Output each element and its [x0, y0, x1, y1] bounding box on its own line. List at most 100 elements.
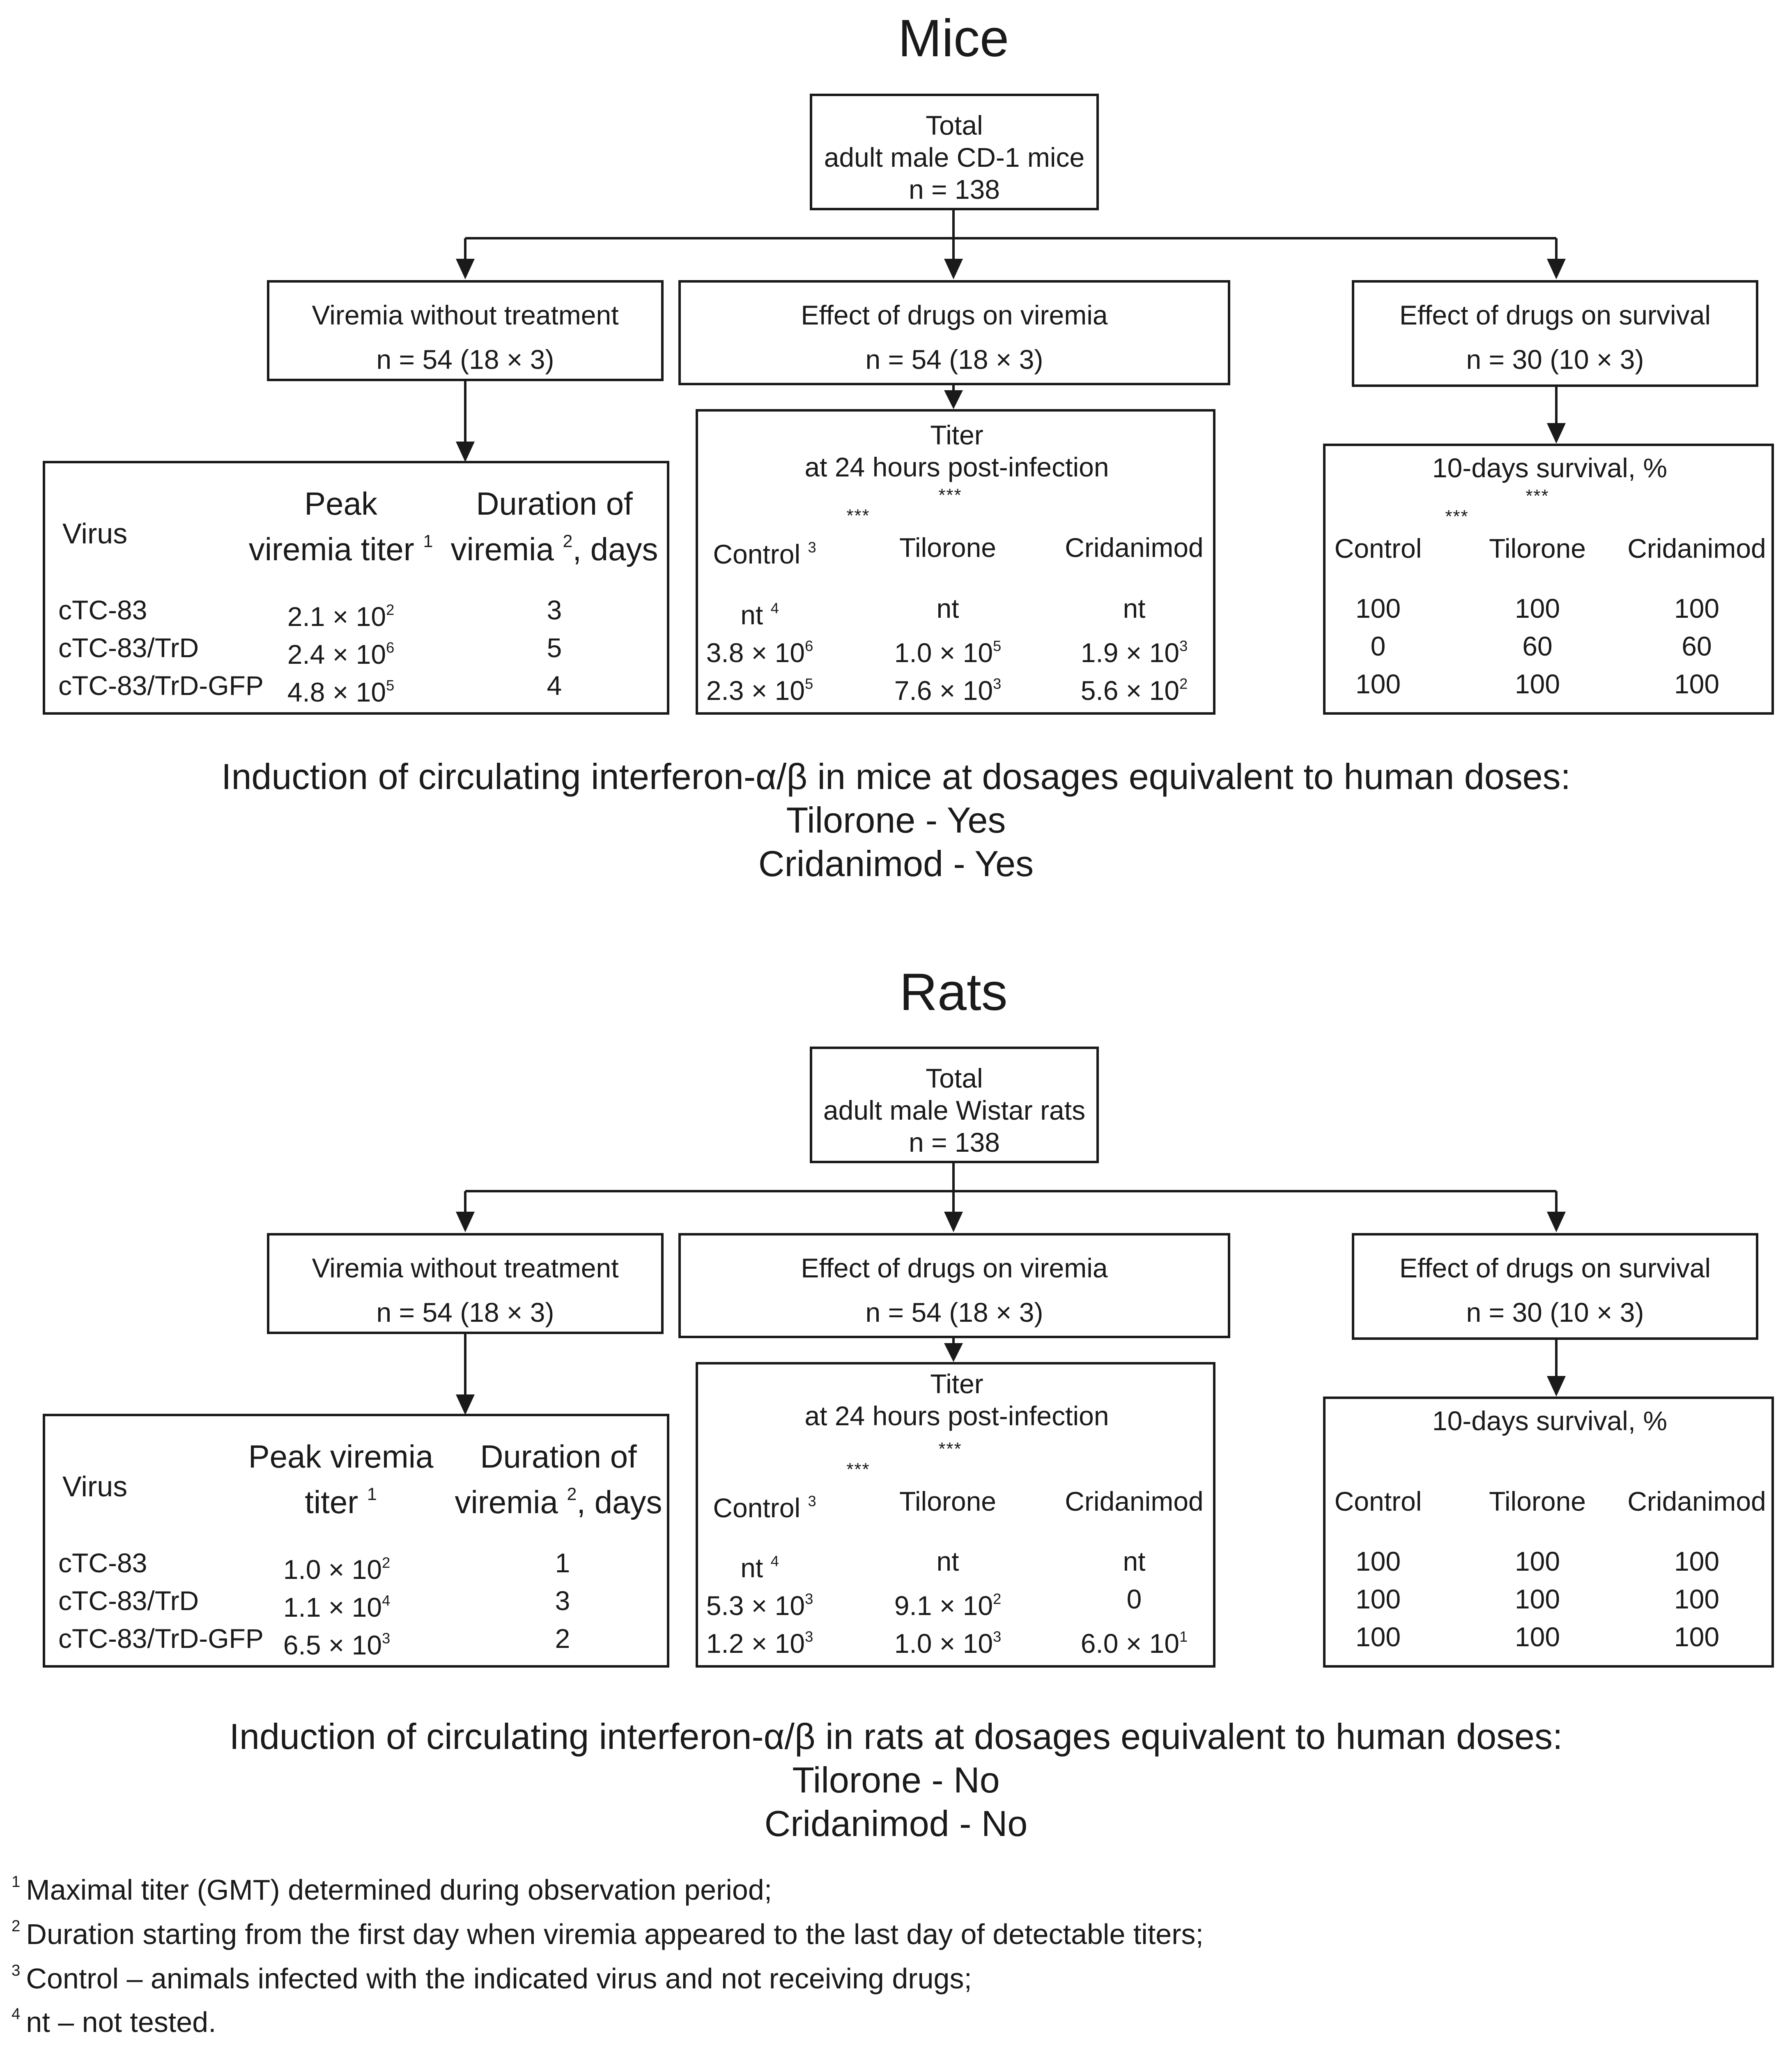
table-row-peak: 2.4 × 106 — [287, 632, 395, 670]
col-tilorone: Tilorone — [1489, 1486, 1586, 1516]
induction-cridanimod: Cridanimod - No — [764, 1803, 1028, 1844]
cell-exponent: 3 — [993, 1628, 1002, 1645]
branch-n: n = 54 (18 × 3) — [376, 344, 554, 375]
cell-value: 2.3 × 10 — [706, 675, 805, 706]
table-cell: 2.3 × 105 — [706, 668, 813, 706]
titer-heading-line2: at 24 hours post-infection — [804, 452, 1109, 482]
table-cell: 100 — [1355, 1546, 1401, 1576]
table-row-duration: 3 — [547, 595, 562, 625]
table-row-peak: 2.1 × 102 — [287, 594, 395, 633]
table-cell: 3.8 × 106 — [706, 630, 813, 669]
cell-exponent: 2 — [993, 1590, 1002, 1607]
footnote-number: 3 — [11, 1962, 21, 1979]
col-duration: Duration of viremia 2, days — [450, 485, 658, 568]
significance-stars: *** — [1525, 486, 1549, 506]
cell-exponent: 1 — [1179, 1628, 1188, 1645]
induction-tilorone: Tilorone - Yes — [786, 800, 1006, 840]
rats-survival-table: 10-days survival, % Control Tilorone Cri… — [1323, 1397, 1774, 1668]
branch-n: n = 54 (18 × 3) — [865, 344, 1043, 375]
cell-value: 1.9 × 10 — [1080, 637, 1180, 668]
cell-exponent: 5 — [993, 637, 1002, 654]
rats-branch-drug-survival: Effect of drugs on survival n = 30 (10 ×… — [1352, 1233, 1758, 1340]
rats-total-box: Total adult male Wistar rats n = 138 — [810, 1047, 1099, 1163]
branch-title: Viremia without treatment — [312, 1253, 619, 1283]
footnote-ref: 2 — [563, 531, 573, 551]
branch-title: Effect of drugs on survival — [1399, 300, 1711, 330]
total-label: Total — [926, 110, 983, 140]
col-peak-line1: Peak viremia — [248, 1438, 434, 1475]
peak-exponent: 6 — [386, 639, 395, 656]
col-virus: Virus — [62, 1470, 128, 1502]
cell-value: 5.3 × 10 — [706, 1590, 805, 1621]
col-tilorone: Tilorone — [899, 532, 996, 563]
table-cell: 100 — [1674, 1622, 1720, 1652]
table-row-virus: cTC-83/TrD-GFP — [58, 1623, 264, 1654]
footnote-number: 2 — [11, 1917, 21, 1935]
peak-exponent: 3 — [382, 1630, 391, 1647]
col-cridanimod: Cridanimod — [1627, 533, 1766, 564]
induction-heading: Induction of circulating interferon-α/β … — [229, 1716, 1563, 1757]
mice-branch-drug-viremia: Effect of drugs on viremia n = 54 (18 × … — [678, 280, 1230, 385]
footnote-ref: 1 — [367, 1484, 377, 1504]
table-row-peak: 4.8 × 105 — [287, 670, 395, 708]
table-row-virus: cTC-83 — [58, 1548, 147, 1578]
cell-value: 6.0 × 10 — [1080, 1628, 1180, 1659]
branch-n: n = 54 (18 × 3) — [376, 1297, 554, 1328]
branch-title: Effect of drugs on viremia — [801, 300, 1108, 330]
branch-n: n = 30 (10 × 3) — [1466, 1297, 1644, 1328]
table-cell: 100 — [1355, 1622, 1401, 1652]
cell-exponent: 2 — [1179, 675, 1188, 692]
table-cell: nt — [1123, 593, 1146, 624]
table-cell: nt — [936, 1546, 959, 1576]
mice-viremia-table: Virus Peak viremia titer 1 Duration of v… — [43, 461, 669, 715]
col-control-text: Control — [713, 539, 801, 570]
total-population: adult male Wistar rats — [823, 1095, 1086, 1125]
col-cridanimod: Cridanimod — [1065, 532, 1204, 563]
table-cell: 1.0 × 105 — [894, 630, 1002, 669]
table-cell: 100 — [1514, 1584, 1560, 1614]
col-duration-line2: viremia 2, days — [455, 1475, 662, 1521]
table-cell: 9.1 × 102 — [894, 1583, 1002, 1622]
footnote-text: Control – animals infected with the indi… — [26, 1962, 972, 1995]
mice-total-box: Total adult male CD-1 mice n = 138 — [810, 94, 1099, 210]
mice-branch-viremia-untreated: Viremia without treatment n = 54 (18 × 3… — [267, 280, 664, 381]
cell-value: 9.1 × 10 — [894, 1590, 993, 1621]
footnote-text: nt – not tested. — [26, 2006, 216, 2038]
table-cell: 100 — [1514, 669, 1560, 699]
significance-stars: *** — [938, 1439, 962, 1459]
footnote-ref: 2 — [567, 1484, 577, 1504]
mice-induction-note: Induction of circulating interferon-α/β … — [0, 755, 1792, 886]
titer-heading: Titer at 24 hours post-infection — [804, 419, 1109, 483]
col-virus: Virus — [62, 518, 128, 550]
survival-heading: 10-days survival, % — [1432, 453, 1668, 483]
col-tilorone: Tilorone — [1489, 533, 1586, 564]
col-cridanimod: Cridanimod — [1065, 1486, 1204, 1516]
table-cell: 1.0 × 103 — [894, 1621, 1002, 1659]
table-cell: 6.0 × 101 — [1081, 1621, 1188, 1659]
cell-exponent: 5 — [805, 675, 813, 692]
table-cell: nt — [1123, 1546, 1146, 1576]
col-peak-line2: titer 1 — [248, 1475, 434, 1521]
col-peak-line1: Peak — [304, 485, 377, 522]
total-n: n = 138 — [908, 1127, 1000, 1157]
mice-titer-table: Titer at 24 hours post-infection *** ***… — [696, 409, 1215, 715]
col-peak: Peak viremia titer 1 — [249, 485, 433, 568]
table-cell: nt 4 — [740, 1545, 779, 1584]
branch-title: Effect of drugs on viremia — [801, 1253, 1108, 1283]
rats-viremia-table: Virus Peak viremia titer 1 Duration of v… — [43, 1414, 669, 1668]
table-cell: 100 — [1514, 593, 1560, 624]
footnote-ref: 3 — [808, 539, 816, 556]
table-cell: 5.3 × 103 — [706, 1583, 813, 1622]
table-cell: 0 — [1370, 631, 1386, 661]
col-control: Control 3 — [713, 531, 816, 570]
peak-exponent: 4 — [382, 1592, 391, 1609]
footnote-text: Duration starting from the first day whe… — [26, 1918, 1204, 1950]
footnote-2: 2 Duration starting from the first day wh… — [11, 1909, 1204, 1951]
table-cell: 100 — [1355, 593, 1401, 624]
footnote-number: 1 — [11, 1873, 21, 1891]
survival-heading: 10-days survival, % — [1432, 1406, 1668, 1436]
col-control: Control 3 — [713, 1485, 816, 1524]
footnote-ref: 1 — [423, 531, 433, 551]
peak-value: 4.8 × 10 — [287, 677, 386, 708]
